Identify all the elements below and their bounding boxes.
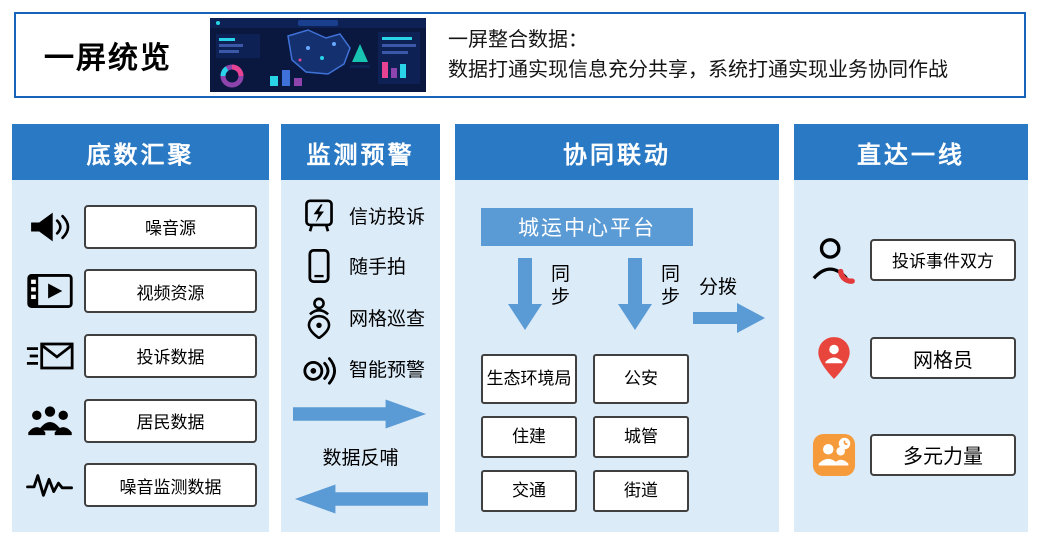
banner-desc-line2: 数据打通实现信息充分共享，系统打通实现业务协同作战 — [448, 59, 948, 81]
complaint-data-box: 投诉数据 — [84, 333, 257, 378]
dept-eco-environment: 生态环境局 — [481, 354, 577, 404]
sync-label-2: 同步 — [661, 264, 681, 308]
dept-sub-district: 街道 — [593, 470, 689, 512]
dashboard-thumbnail — [210, 18, 426, 92]
grid-patrol-label: 网格巡查 — [349, 309, 426, 331]
list-item: 噪音监测数据 — [24, 463, 257, 508]
list-item: 智能预警 — [293, 352, 428, 386]
column-body-data-aggregation: 噪音源 视频资源 — [12, 180, 269, 532]
dispatch-label: 分拨 — [699, 277, 738, 298]
column-body-frontline: 投诉事件双方 网格员 — [794, 180, 1028, 532]
list-item: 信访投诉 — [293, 197, 428, 235]
column-header-monitor-warning: 监测预警 — [281, 124, 440, 180]
page-title: 一屏统览 — [44, 42, 172, 75]
smart-alert-label: 智能预警 — [349, 360, 426, 381]
banner-desc-line1: 一屏整合数据： — [448, 29, 588, 51]
column-coordination: 协同联动 城运中心平台 同步 同步 分拨 生态环境局 — [455, 124, 779, 532]
people-icon — [24, 404, 76, 438]
list-item: 投诉数据 — [24, 333, 257, 378]
dashboard-thumbnail-graphic — [210, 18, 426, 92]
list-item: 居民数据 — [24, 398, 257, 443]
column-header-coordination: 协同联动 — [455, 124, 779, 180]
petition-label: 信访投诉 — [349, 207, 426, 229]
column-body-monitor-warning: 信访投诉 随手拍 — [281, 180, 440, 532]
column-data-aggregation: 底数汇聚 噪音源 — [12, 124, 269, 532]
list-item: 视频资源 — [24, 269, 257, 314]
dept-housing-construction: 住建 — [481, 416, 577, 458]
video-resource-box: 视频资源 — [84, 269, 257, 314]
data-feedback-arrow-left — [293, 483, 428, 515]
list-item: 噪音源 — [24, 204, 257, 249]
multi-force-box: 多元力量 — [870, 433, 1016, 476]
complaint-parties-box: 投诉事件双方 — [870, 238, 1016, 281]
grid-patrol-icon — [299, 297, 339, 339]
multi-force-icon — [806, 433, 862, 477]
resident-data-box: 居民数据 — [84, 398, 257, 443]
data-flow-arrow-right — [293, 398, 428, 430]
city-operation-platform-box: 城运中心平台 — [481, 208, 693, 246]
person-phone-icon — [806, 236, 862, 284]
list-item: 网格巡查 — [293, 297, 428, 339]
grid-worker-pin-icon — [806, 335, 862, 381]
waveform-icon — [24, 470, 76, 500]
column-header-frontline: 直达一线 — [794, 124, 1028, 180]
smartphone-icon — [299, 248, 339, 284]
dept-urban-management: 城管 — [593, 416, 689, 458]
dept-transport: 交通 — [481, 470, 577, 512]
video-icon — [24, 274, 76, 309]
list-item: 随手拍 — [293, 248, 428, 284]
column-header-data-aggregation: 底数汇聚 — [12, 124, 269, 180]
list-item: 网格员 — [806, 335, 1016, 381]
sync-arrow-down-2 — [617, 258, 653, 337]
list-item: 多元力量 — [806, 433, 1016, 477]
sync-arrow-down-1 — [507, 258, 543, 337]
dispatch-arrow-right — [693, 302, 767, 339]
smart-alert-icon — [299, 352, 339, 386]
mail-icon — [24, 339, 76, 373]
data-feedback-label: 数据反哺 — [322, 448, 399, 470]
banner: 一屏统览 — [14, 12, 1026, 98]
megaphone-icon — [24, 209, 76, 245]
column-body-coordination: 城运中心平台 同步 同步 分拨 生态环境局 公安 — [455, 180, 779, 532]
snapshot-label: 随手拍 — [349, 257, 407, 279]
column-frontline: 直达一线 投诉事件双方 — [794, 124, 1028, 532]
dept-public-security: 公安 — [593, 354, 689, 404]
noise-source-box: 噪音源 — [84, 204, 257, 249]
department-grid: 生态环境局 公安 住建 城管 交通 街道 — [481, 354, 689, 512]
banner-description: 一屏整合数据： 数据打通实现信息充分共享，系统打通实现业务协同作战 — [448, 25, 948, 85]
column-monitor-warning: 监测预警 信访投诉 — [281, 124, 440, 532]
noise-monitor-data-box: 噪音监测数据 — [84, 463, 257, 508]
petition-terminal-icon — [299, 197, 339, 235]
list-item: 投诉事件双方 — [806, 236, 1016, 284]
grid-worker-box: 网格员 — [870, 337, 1016, 379]
sync-label-1: 同步 — [551, 264, 571, 308]
